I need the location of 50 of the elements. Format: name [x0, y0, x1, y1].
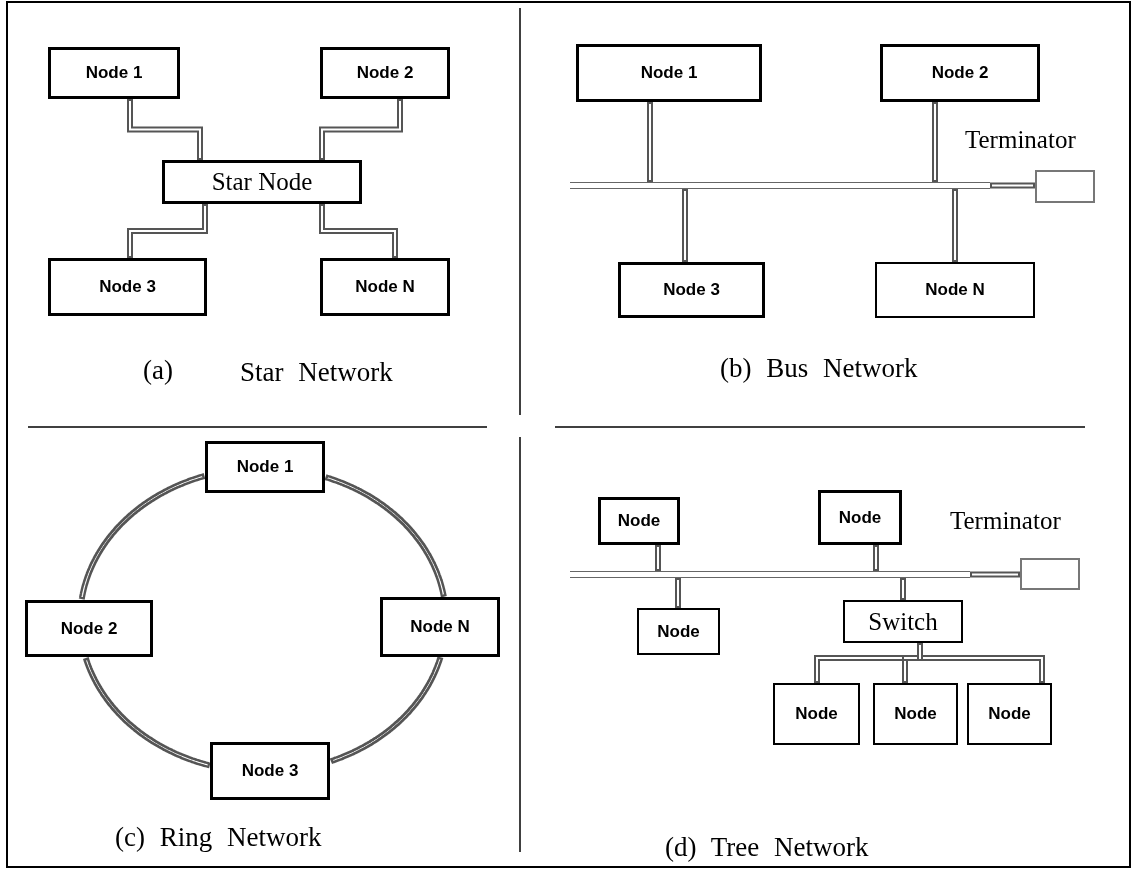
- node-box: Node 1: [205, 441, 325, 493]
- node-box: Node 1: [48, 47, 180, 99]
- cable-connector: [932, 102, 938, 182]
- terminator-box: [1020, 558, 1080, 590]
- node-box: Node N: [320, 258, 450, 316]
- cable-connector: [82, 656, 212, 769]
- panel-caption: (c) Ring Network: [115, 822, 322, 853]
- cable-connector: [952, 189, 958, 262]
- cable-connector: [647, 102, 653, 182]
- node-box: Node N: [380, 597, 500, 657]
- node-box: Node 2: [25, 600, 153, 657]
- cable-connector: [78, 473, 207, 601]
- cable-connector: [323, 474, 447, 599]
- node-box: Node: [873, 683, 958, 745]
- cable-connector: [319, 99, 403, 160]
- cable-connector: [682, 189, 688, 262]
- node-box: Node 3: [618, 262, 765, 318]
- cable-connector: [917, 643, 1045, 683]
- panel-caption: (a): [143, 355, 173, 386]
- node-caption: Terminator: [950, 507, 1061, 535]
- bus-line: [570, 571, 970, 578]
- node-box: Star Node: [162, 160, 362, 204]
- node-box: Node: [967, 683, 1052, 745]
- node-box: Node N: [875, 262, 1035, 318]
- node-box: Node: [818, 490, 902, 545]
- cable-connector: [990, 182, 1035, 189]
- cable-connector: [675, 578, 681, 608]
- node-box: Switch: [843, 600, 963, 643]
- cable-connector: [329, 655, 444, 765]
- terminator-box: [1035, 170, 1095, 203]
- panel-caption: (b) Bus Network: [720, 353, 918, 384]
- node-box: Node: [598, 497, 680, 545]
- cable-connector: [873, 545, 879, 571]
- node-box: Node 2: [320, 47, 450, 99]
- node-box: Node 3: [210, 742, 330, 800]
- cable-connector: [900, 578, 906, 600]
- node-box: Node 3: [48, 258, 207, 316]
- cable-connector: [655, 545, 661, 571]
- cable-connector: [319, 204, 398, 258]
- node-caption: Terminator: [965, 126, 1076, 154]
- node-box: Node 1: [576, 44, 762, 102]
- cable-connector: [127, 99, 203, 160]
- panel-caption: (d) Tree Network: [665, 832, 869, 863]
- node-box: Node: [637, 608, 720, 655]
- panel-caption: Star Network: [240, 357, 393, 388]
- node-box: Node: [773, 683, 860, 745]
- node-box: Node 2: [880, 44, 1040, 102]
- bus-line: [570, 182, 990, 189]
- cable-connector: [970, 571, 1020, 578]
- cable-connector: [127, 204, 208, 258]
